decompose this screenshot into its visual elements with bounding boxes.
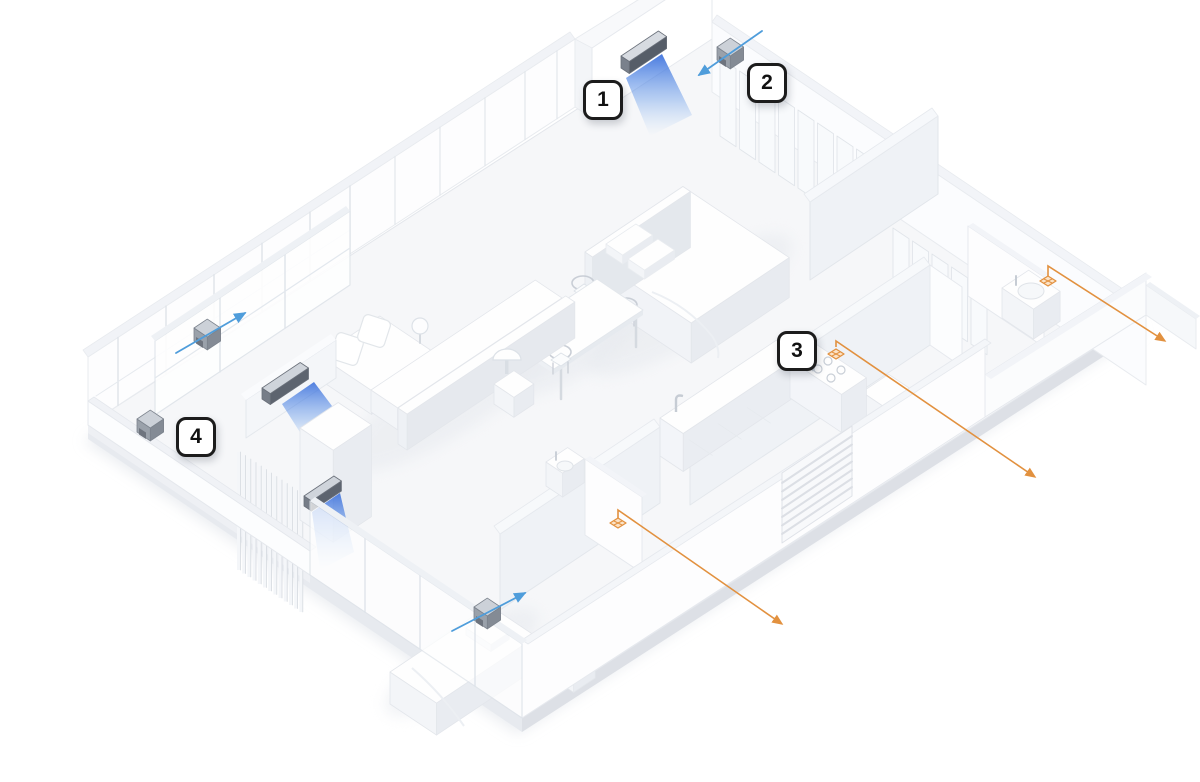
- cooktop-counter: [789, 342, 867, 433]
- callout-badge-1[interactable]: 1: [583, 80, 623, 120]
- supply-air-arrows: [175, 30, 763, 632]
- bathroom-center-sink: [545, 447, 585, 498]
- exterior-wall-southeast-low: [984, 272, 1152, 418]
- airflow-bedroom: [626, 54, 692, 136]
- bathroom-center-side-wall: [584, 456, 647, 574]
- ac-unit-living-icon: [261, 362, 309, 406]
- bathroom-sink-northeast: [1001, 269, 1061, 340]
- garage-door-slats: [781, 425, 853, 544]
- exhaust-duct-arrows: [617, 264, 1167, 625]
- east-parapet-extension: [1145, 282, 1200, 350]
- sofa: [319, 279, 576, 451]
- walkin-closet-wall: [803, 107, 939, 281]
- exterior-wall-southeast: [521, 338, 992, 719]
- exhaust-fan-bathroom-icon: [1039, 275, 1057, 287]
- callout-badge-3[interactable]: 3: [777, 331, 817, 371]
- exhaust-fan-kitchen-icon: [827, 348, 845, 360]
- callout-badge-4[interactable]: 4: [176, 417, 216, 457]
- supply-vent-cube-2-icon: [716, 37, 744, 70]
- side-table-lamp: [492, 348, 535, 418]
- supply-vent-cube-bedroom2-icon: [473, 597, 502, 630]
- ac-unit-bedroom-icon: [620, 30, 667, 74]
- supply-vent-cube-4-icon: [136, 409, 165, 442]
- callout-badge-2[interactable]: 2: [747, 63, 787, 103]
- sofa-ball-lamp: [411, 317, 429, 344]
- exhaust-fan-bathroom2-icon: [609, 517, 627, 529]
- bedroom2-glass-wall: [309, 497, 527, 719]
